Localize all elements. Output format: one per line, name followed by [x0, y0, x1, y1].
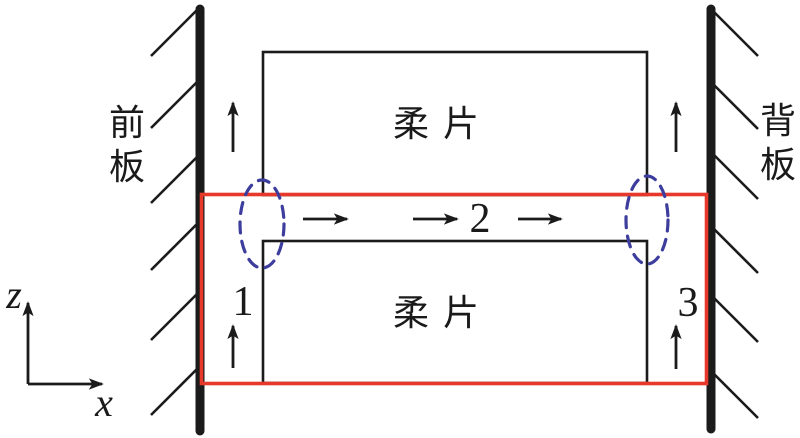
back-plate-hatching	[711, 9, 759, 419]
hatch-line	[711, 371, 759, 419]
hatch-line	[711, 82, 759, 130]
right-vortex-ellipse	[624, 174, 670, 266]
zone-label-2: 2	[470, 196, 491, 242]
top-flexible-sheet-label: 柔片	[393, 104, 493, 144]
hatch-line	[150, 156, 198, 204]
x-axis-label: x	[94, 380, 113, 425]
red-channel-outline	[199, 192, 709, 386]
coordinate-axes: z x	[5, 272, 113, 425]
front-plate-char-1: 前	[109, 103, 145, 143]
front-plate-hatching	[150, 9, 198, 416]
left-vortex-ellipse	[238, 178, 286, 270]
z-axis-label: z	[5, 272, 22, 317]
front-plate-char-2: 板	[109, 147, 145, 187]
back-plate-label: 背 板	[760, 101, 796, 185]
hatch-line	[150, 368, 198, 416]
hatch-line	[711, 9, 759, 57]
back-plate-char-2: 板	[760, 145, 796, 185]
hatch-line	[711, 152, 759, 200]
hatch-line	[150, 9, 198, 57]
hatch-line	[150, 293, 198, 341]
hatch-line	[711, 295, 759, 343]
bottom-flexible-sheet-label: 柔片	[393, 293, 493, 333]
back-plate-char-1: 背	[760, 101, 796, 141]
zone-label-1: 1	[233, 279, 254, 325]
front-plate-label: 前 板	[109, 103, 145, 187]
zone-label-3: 3	[678, 280, 699, 326]
hatch-line	[711, 226, 759, 274]
hatch-line	[150, 223, 198, 271]
hatch-line	[150, 81, 198, 129]
